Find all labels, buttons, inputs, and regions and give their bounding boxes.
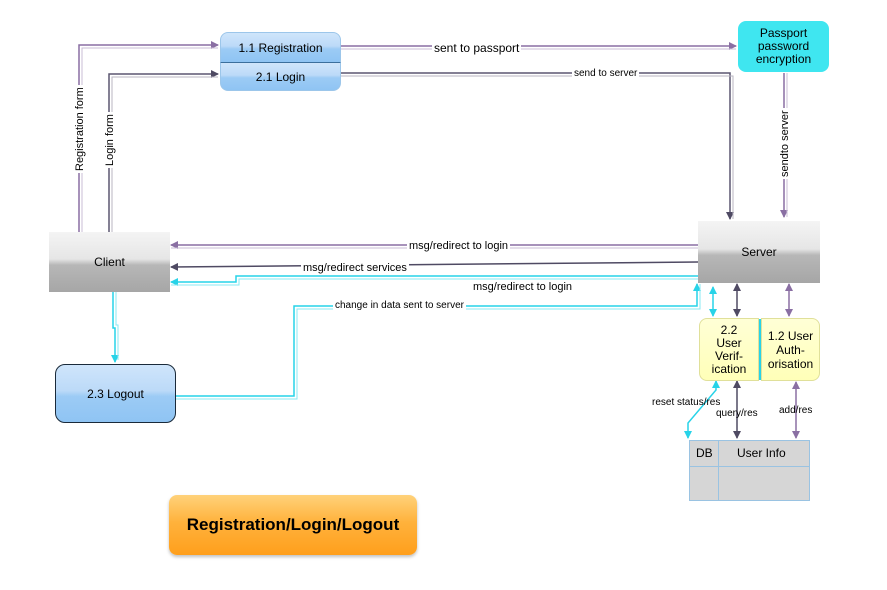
edge-change-in-data [176, 283, 701, 397]
datastore-header-line [690, 466, 809, 467]
datastore-id-cell [690, 441, 719, 500]
client-node[interactable]: Client [49, 232, 170, 292]
verification-line-1: 2.2 [720, 322, 738, 337]
edge-msg-redirect-login-2 [170, 275, 698, 286]
login-label: 2.1 Login [255, 69, 306, 84]
label-msg-redirect-login-1: msg/redirect to login [407, 240, 511, 252]
label-sent-to-passport: sent to passport [432, 41, 522, 55]
verification-line-3: Verif- [714, 348, 743, 363]
label-send-to-server: send to server [572, 68, 640, 80]
label-add-res: add/res [779, 405, 813, 416]
registration-label: 1.1 Registration [238, 40, 323, 55]
edge-registration-form [78, 41, 219, 232]
label-reset-status: reset status/res [652, 397, 721, 408]
user-authorisation-node[interactable]: 1.2 User Auth- orisation [761, 318, 820, 381]
verification-line-4: ication [711, 361, 747, 376]
passport-line-2: password [757, 39, 810, 53]
label-login-form: Login form [104, 112, 116, 168]
label-sendto-server: sendto server [779, 108, 791, 179]
server-label: Server [741, 245, 777, 259]
datastore-name: User Info [737, 446, 786, 460]
label-query-res: query/res [716, 408, 758, 419]
logout-label: 2.3 Logout [87, 386, 144, 401]
diagram-title: Registration/Login/Logout [169, 495, 417, 555]
verification-divider [759, 319, 761, 380]
authorisation-line-2: Auth- [776, 342, 805, 357]
title-text: Registration/Login/Logout [186, 515, 400, 534]
user-info-datastore[interactable]: DB User Info [689, 440, 810, 501]
edge-login-form [108, 70, 219, 232]
edge-send-to-server [341, 72, 734, 220]
label-msg-redirect-login-2: msg/redirect to login [471, 281, 575, 293]
passport-line-3: encryption [755, 52, 812, 66]
passport-line-1: Passport [759, 26, 808, 40]
label-change-in-data: change in data sent to server [333, 300, 466, 312]
client-label: Client [94, 255, 125, 269]
logout-node[interactable]: 2.3 Logout [55, 364, 176, 423]
label-registration-form: Registration form [74, 85, 86, 173]
verification-line-2: User [716, 335, 742, 350]
label-msg-redirect-services: msg/redirect services [301, 262, 409, 274]
login-node[interactable]: 2.1 Login [220, 62, 341, 91]
server-node[interactable]: Server [698, 221, 820, 283]
registration-node[interactable]: 1.1 Registration [220, 32, 341, 62]
edge-reset-status [684, 380, 720, 439]
user-verification-node[interactable]: 2.2 User Verif- ication [699, 318, 759, 381]
passport-encryption-node[interactable]: Passport password encryption [738, 21, 829, 72]
authorisation-line-3: orisation [767, 356, 814, 371]
authorisation-line-1: 1.2 User [767, 328, 814, 343]
edge-client-logout [111, 292, 119, 363]
datastore-id: DB [696, 446, 713, 460]
edge-msg-redirect-services [170, 261, 699, 271]
